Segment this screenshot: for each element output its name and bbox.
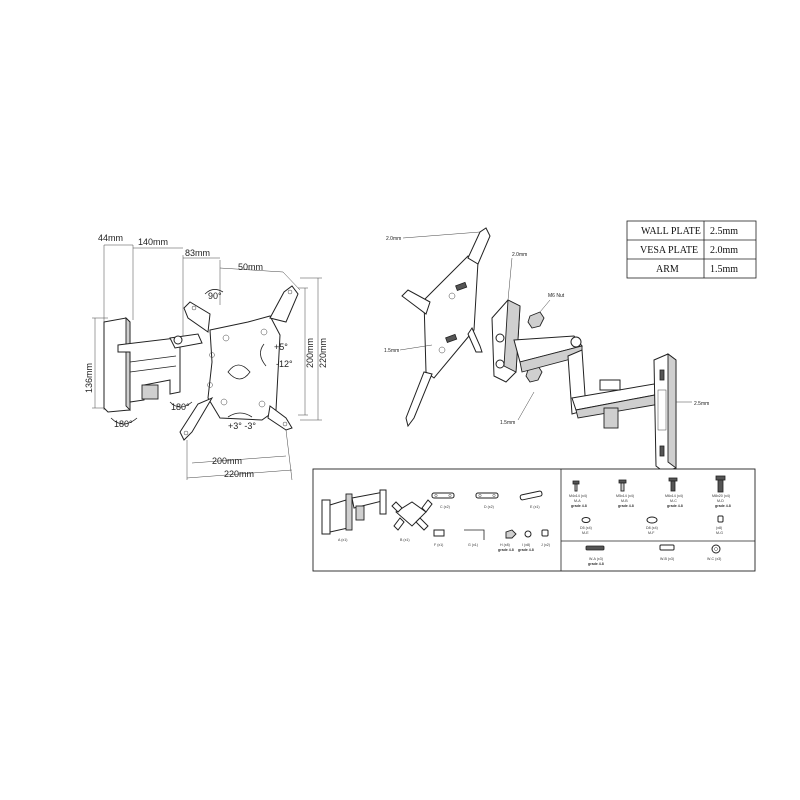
dim-83: 83mm [185,248,210,258]
part-e: E (x1) [519,490,543,509]
level-adjust: +3° -3° [228,421,256,431]
part-j: J (x2) [541,529,550,547]
hw-mc: M6x14 (x4) M-C grade 4.8 [665,477,683,508]
label-part-f: F (x1) [434,543,443,547]
hw-wc: W-C (x3) [707,544,721,561]
label-part-a: A (x1) [338,538,347,542]
spec-value-2: 1.5mm [710,264,738,275]
label-part-j: J (x2) [541,543,550,547]
hw-wa: W-A (x3) grade 4.8 [585,545,605,566]
label-mc-size: M6x14 (x4) [665,494,683,498]
hw-mb: M5x14 (x4) M-B grade 4.8 [616,479,634,508]
label-part-g: G (x1) [468,543,478,547]
part-h: H (x8) grade 4.8 [498,529,517,552]
label-md-grade: grade 4.8 [715,504,731,508]
spec-part-2: ARM [656,264,679,275]
label-vesa-thickness-b: 1.5mm [384,348,399,354]
dimension-view: 44mm 140mm 83mm 50mm 136mm 200mm 220mm 2… [84,233,328,481]
label-mb-size: M5x14 (x4) [616,494,634,498]
label-mb-grade: grade 4.8 [618,504,634,508]
label-md-code: M-D [717,499,724,503]
part-a: A (x1) [321,489,387,542]
swivel-arm: 180° [171,402,190,412]
label-wa-size: W-A (x3) [589,557,603,561]
hw-me: D5 (x4) M-E [580,517,592,535]
hw-ma: M4x14 (x4) M-A grade 4.8 [569,480,587,508]
hw-wb: W-B (x3) [659,544,675,561]
label-vesa-thickness: 2.0mm [386,236,401,242]
part-f: F (x1) [433,529,445,547]
part-i: I (x8) grade 4.8 [518,530,534,552]
label-part-b: B (x1) [400,538,410,542]
dim-136: 136mm [84,363,94,393]
label-mb-code: M-B [621,499,628,503]
label-wb-size: W-B (x3) [660,557,674,561]
label-me-code: M-E [582,531,589,535]
dim-220-vertical: 220mm [318,338,328,368]
label-mg-size: (x8) [716,526,722,530]
label-mf-code: M-F [648,531,655,535]
label-lower-thickness: 1.5mm [500,420,515,426]
label-mc-grade: grade 4.8 [667,504,683,508]
label-me-size: D5 (x4) [580,526,592,530]
spec-value-1: 2.0mm [710,245,738,256]
dim-50: 50mm [238,262,263,272]
label-mg-code: M-G [716,531,723,535]
label-ma-size: M4x14 (x4) [569,494,587,498]
label-part-h: H (x8) [500,543,510,547]
part-g: G (x1) [464,529,485,547]
tilt-up: +5° [274,342,288,352]
exploded-view: 2.0mm 1.5mm 2.0mm M6 Nut 1.5mm [384,227,709,473]
spec-table: WALL PLATE 2.5mm VESA PLATE 2.0mm ARM 1.… [626,220,757,279]
hw-md: M8x20 (x4) M-D grade 4.8 [712,475,731,508]
spec-value-0: 2.5mm [710,226,738,237]
part-c: C (x2) [431,492,455,509]
hw-mf: D8 (x4) M-F [646,516,658,535]
rotation-90: 90° [208,291,222,301]
label-wa-grade: grade 4.8 [588,562,604,566]
dim-200-horizontal: 200mm [212,456,242,466]
part-d: D (x2) [475,492,499,509]
label-part-i: I (x8) [522,543,530,547]
tilt-down: -12° [276,359,293,369]
dim-220-horizontal: 220mm [224,469,254,479]
label-wall-thickness: 2.5mm [694,401,709,407]
hw-mg: (x8) M-G [716,515,724,535]
label-bracket-thickness: 2.0mm [512,252,527,258]
label-part-d: D (x2) [484,505,494,509]
swivel-wall: 180° [114,419,133,429]
dim-140: 140mm [138,237,168,247]
vesa-plate-front [179,285,299,441]
spec-part-1: VESA PLATE [640,245,698,256]
part-b: B (x1) [391,499,433,542]
label-mf-size: D8 (x4) [646,526,658,530]
label-ma-grade: grade 4.8 [571,504,587,508]
label-ma-code: M-A [574,499,581,503]
dim-44: 44mm [98,233,123,243]
parts-box: A (x1) B (x1) C (x2) D (x2) E (x1) [312,468,756,572]
spec-part-0: WALL PLATE [641,226,701,237]
label-md-size: M8x20 (x4) [712,494,730,498]
label-part-i-grade: grade 4.8 [518,548,534,552]
dim-200-vertical: 200mm [305,338,315,368]
label-part-e: E (x1) [530,505,540,509]
label-wc-size: W-C (x3) [707,557,721,561]
label-part-h-grade: grade 4.8 [498,548,514,552]
label-part-c: C (x2) [440,505,450,509]
label-mc-code: M-C [670,499,677,503]
label-nut: M6 Nut [548,293,565,299]
